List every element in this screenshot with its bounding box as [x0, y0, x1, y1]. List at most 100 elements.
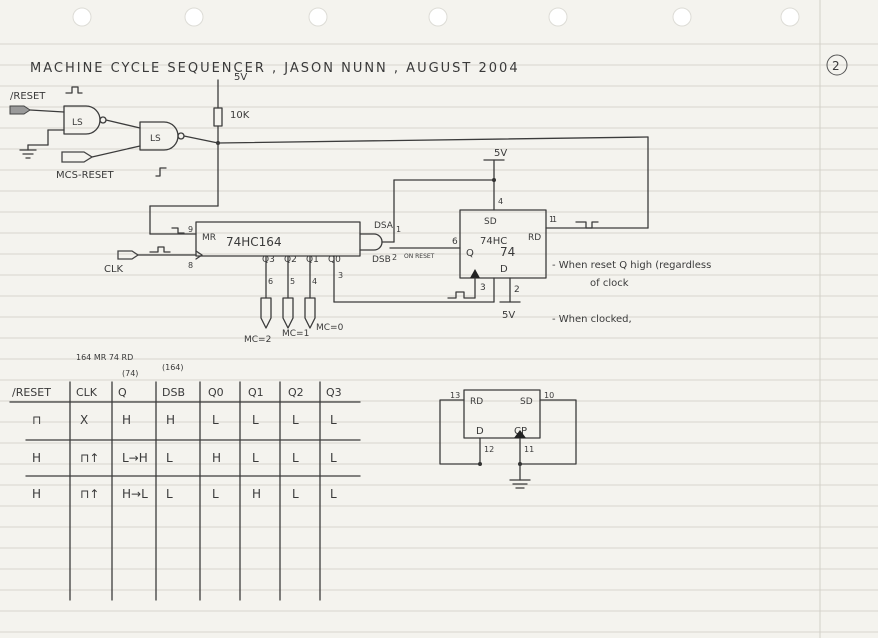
pin-q1: 4	[312, 277, 317, 286]
gate-2-label: LS	[150, 134, 161, 144]
flip-flop-chip	[459, 209, 547, 279]
pre-header-3: (164)	[162, 363, 184, 372]
page-number: 2	[832, 59, 840, 73]
table-cell: H	[166, 413, 175, 427]
small-ground-icon	[509, 479, 531, 489]
mc2-connector-icon	[260, 297, 272, 329]
clk-connector-icon	[117, 250, 140, 260]
table-header-cell: Q	[118, 386, 127, 399]
mc0-connector-icon	[304, 297, 316, 329]
pin-dsa: 1	[396, 225, 401, 234]
table-cell: H	[252, 487, 261, 501]
table-cell: L	[330, 451, 337, 465]
ruled-lines	[0, 43, 878, 633]
table-cell: X	[80, 413, 88, 427]
pin-clk: 8	[188, 261, 193, 270]
page-number-circle	[826, 54, 848, 76]
ff-gnd-label: 5V	[502, 310, 515, 321]
resistor-icon	[213, 107, 223, 127]
and-gate-icon	[359, 233, 383, 251]
ff-rd-label: RD	[528, 233, 541, 243]
small-ff-sd: SD	[520, 397, 533, 407]
table-cell: L→H	[122, 451, 148, 465]
small-ff-d: D	[476, 426, 484, 437]
table-header-cell: CLK	[76, 386, 98, 399]
ff-sd-label: SD	[484, 217, 497, 227]
pin-sd: 4	[498, 197, 503, 206]
clock-edge-icon	[195, 250, 203, 260]
table-cell: L	[292, 451, 299, 465]
reset-connector-icon	[9, 105, 31, 115]
ff-d-label: D	[500, 264, 508, 275]
table-cell: L	[166, 487, 173, 501]
pin-q3: 6	[268, 277, 273, 286]
table-cell: L	[292, 487, 299, 501]
hole-icon	[72, 7, 92, 27]
hole-icon	[184, 7, 204, 27]
pin-d: 2	[514, 285, 520, 295]
table-header-cell: /RESET	[12, 386, 51, 399]
table-cell: H	[212, 451, 221, 465]
table-header-cell: Q3	[326, 386, 342, 399]
small-ff-pin-11: 11	[524, 445, 534, 454]
pin-q0: 3	[338, 271, 343, 280]
table-header-cell: Q2	[288, 386, 304, 399]
table-cell: L	[252, 451, 259, 465]
table-header-cell: Q1	[248, 386, 264, 399]
table-cell: H	[122, 413, 131, 427]
small-clock-icon	[514, 430, 526, 438]
mc1-label: MC=1	[282, 329, 309, 339]
table-header-cell: DSB	[162, 386, 185, 399]
pin-cp: 3	[480, 283, 486, 293]
ground-icon	[19, 149, 37, 159]
ff-label-2: 74	[500, 245, 515, 259]
table-cell: L	[252, 413, 259, 427]
small-ff-pin-10: 10	[544, 391, 554, 400]
page-title: MACHINE CYCLE SEQUENCER , JASON NUNN , A…	[30, 61, 520, 76]
pre-header-2: (74)	[122, 369, 138, 378]
hole-icon	[672, 7, 692, 27]
pin-dsb: 2	[392, 253, 397, 262]
ff-label-1: 74HC	[480, 236, 507, 247]
table-cell: ⊓↑	[80, 451, 99, 465]
mc2-label: MC=2	[244, 335, 271, 345]
hole-icon	[548, 7, 568, 27]
clock-input-icon	[470, 269, 480, 278]
small-ff-pin-13: 13	[450, 391, 460, 400]
out-q2: Q2	[284, 255, 297, 265]
table-cell: L	[166, 451, 173, 465]
ff-vcc-label: 5V	[494, 148, 507, 159]
table-cell: H	[32, 487, 41, 501]
hole-icon	[308, 7, 328, 27]
note-line-2: of clock	[590, 278, 629, 289]
small-flip-flop: RD SD D CP 13 10 12 11	[439, 389, 577, 489]
out-q3: Q3	[262, 255, 275, 265]
mr-label: MR	[202, 233, 216, 243]
table-cell: L	[330, 487, 337, 501]
dsb-label: DSB	[372, 255, 391, 265]
small-ff-rd: RD	[470, 397, 483, 407]
schematic-top: 5V 10K /RESET LS LS MCS-RESET	[9, 72, 711, 345]
table-header-cell: Q0	[208, 386, 224, 399]
binder-holes	[72, 7, 800, 27]
shift-register-chip	[195, 221, 361, 257]
pre-header-1: 164 MR 74 RD	[76, 353, 133, 362]
out-q1: Q1	[306, 255, 319, 265]
clk-label: CLK	[104, 264, 124, 275]
mc0-label: MC=0	[316, 323, 344, 333]
truth-table: 164 MR 74 RD (74) (164) /RESET CLK Q DSB Q0 Q…	[9, 353, 361, 601]
svg-text:1: 1	[552, 215, 557, 224]
gate-1-label: LS	[72, 118, 83, 128]
mcs-reset-label: MCS-RESET	[56, 170, 114, 181]
pin-qbar: 6	[452, 237, 458, 247]
table-cell: H	[32, 451, 41, 465]
on-reset-label: ON RESET	[404, 253, 435, 260]
pin-mr: 9	[188, 225, 193, 234]
shift-register-label: 74HC164	[226, 235, 282, 249]
hole-icon	[428, 7, 448, 27]
resistor-label: 10K	[230, 110, 250, 121]
dsa-label: DSA	[374, 221, 394, 231]
note-line-3: - When clocked,	[552, 314, 632, 325]
